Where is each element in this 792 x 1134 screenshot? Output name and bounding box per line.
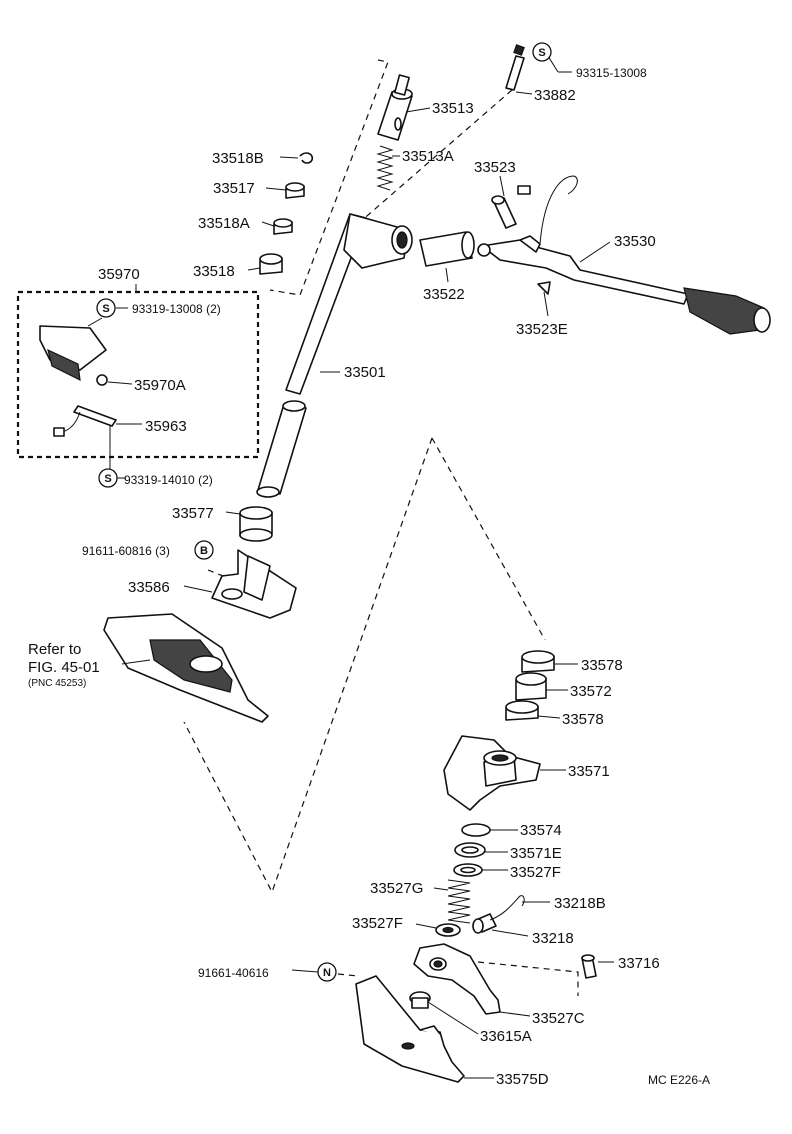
label-33572: 33572: [570, 683, 612, 700]
label-33530: 33530: [614, 233, 656, 250]
clip-33218B: [489, 895, 525, 921]
label-33527F-upper: 33527F: [510, 864, 561, 881]
ring-33518: [259, 253, 283, 275]
bushing-33577: [239, 506, 273, 542]
plunger-33513: [377, 74, 413, 141]
label-33571: 33571: [568, 763, 610, 780]
guide-bolt: [477, 961, 579, 996]
label-33218: 33218: [532, 930, 574, 947]
ring-33518A: [273, 218, 293, 235]
washer-33527F-lower: [435, 923, 461, 937]
badge-s-93315: S: [532, 42, 552, 62]
shift-bezel: [103, 613, 269, 723]
switch-35963: [53, 405, 117, 437]
guide-bolt-bracket: [207, 569, 229, 579]
label-33218B: 33218B: [554, 895, 606, 912]
badge-b-91611: B: [194, 540, 214, 560]
screw-35970A: [96, 374, 108, 386]
spring-33527G: [447, 879, 471, 924]
clip-33518B: [299, 152, 314, 164]
reference-line-3: (PNC 45253): [28, 678, 86, 689]
plate-33575D: [355, 975, 465, 1083]
label-35963: 35963: [145, 418, 187, 435]
bushing-33615A: [409, 991, 431, 1009]
guide-nut: [337, 973, 359, 977]
label-33574: 33574: [520, 822, 562, 839]
svg-text:N: N: [323, 967, 331, 979]
bracket-33586: [211, 549, 297, 619]
badge-s-93319-13008: S: [96, 298, 116, 318]
reference-note: Refer to FIG. 45-01 (PNC 45253): [28, 641, 100, 689]
label-33518B: 33518B: [212, 150, 264, 167]
kit-35970-box: [16, 290, 260, 459]
label-33577: 33577: [172, 505, 214, 522]
label-33527C: 33527C: [532, 1010, 585, 1027]
label-91661-40616: 91661-40616: [198, 966, 269, 980]
label-33527F-lower: 33527F: [352, 915, 403, 932]
washer-33578-lower: [505, 700, 539, 721]
washer-33578-upper: [521, 650, 555, 673]
label-35970: 35970: [98, 266, 140, 283]
lever-handle-33530: [477, 175, 771, 335]
washer-33527F-upper: [453, 863, 483, 877]
label-93319-13008: 93319-13008 (2): [132, 302, 221, 316]
pin-33218: [472, 913, 497, 934]
label-33518: 33518: [193, 263, 235, 280]
badge-s-93319-14010: S: [98, 468, 118, 488]
label-33527G: 33527G: [370, 880, 423, 897]
label-33578-upper: 33578: [581, 657, 623, 674]
housing-33571: [443, 735, 541, 811]
guide-top-joint: [359, 89, 513, 223]
label-33513: 33513: [432, 100, 474, 117]
svg-text:S: S: [538, 47, 545, 59]
label-33518A: 33518A: [198, 215, 250, 232]
guide-upper-bracket: [269, 59, 389, 296]
leader-lines: [87, 55, 614, 1079]
guide-lower-v: [183, 437, 546, 894]
label-33522: 33522: [423, 286, 465, 303]
label-33501: 33501: [344, 364, 386, 381]
reference-line-1: Refer to: [28, 641, 81, 658]
label-35970A: 35970A: [134, 377, 186, 394]
label-33586: 33586: [128, 579, 170, 596]
label-33615A: 33615A: [480, 1028, 532, 1045]
bolt-33716: [581, 954, 597, 979]
label-33523E: 33523E: [516, 321, 568, 338]
shift-lever-33501: [256, 213, 413, 498]
svg-text:S: S: [104, 473, 111, 485]
badge-n-91661: N: [317, 962, 337, 982]
label-33575D: 33575D: [496, 1071, 549, 1088]
ring-33517: [285, 182, 305, 199]
reference-line-2: FIG. 45-01: [28, 659, 100, 676]
label-33571E: 33571E: [510, 845, 562, 862]
boot-33522: [419, 231, 475, 267]
svg-text:S: S: [102, 303, 109, 315]
label-93315-13008: 93315-13008: [576, 66, 647, 80]
washer-33571E: [454, 842, 486, 858]
bushing-33572: [515, 672, 547, 701]
label-33517: 33517: [213, 180, 255, 197]
label-33578-lower: 33578: [562, 711, 604, 728]
part-labels: 33513 33882 93315-13008 33518B 33513A 33…: [82, 66, 660, 1088]
label-33716: 33716: [618, 955, 660, 972]
bracket-33527C: [413, 943, 501, 1015]
bolt-33523: [491, 195, 517, 229]
label-33882: 33882: [534, 87, 576, 104]
cover-35970: [39, 325, 107, 382]
diagram-code: MC E226-A: [648, 1073, 710, 1087]
spring-33513A: [376, 145, 394, 191]
label-33513A: 33513A: [402, 148, 454, 165]
label-91611-60816: 91611-60816 (3): [82, 544, 170, 558]
label-93319-14010: 93319-14010 (2): [124, 473, 213, 487]
svg-text:B: B: [200, 545, 208, 557]
label-33523: 33523: [474, 159, 516, 176]
washer-33574: [461, 823, 491, 837]
clip-33882: [505, 44, 525, 91]
